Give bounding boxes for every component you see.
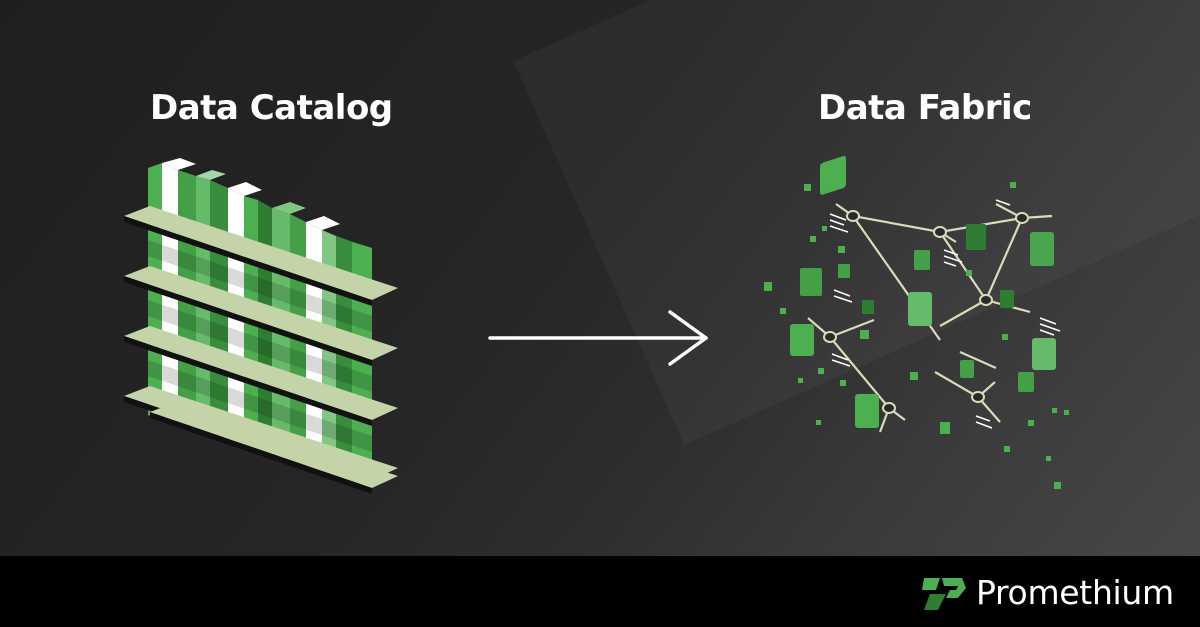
network-illustration (764, 155, 1069, 489)
network-particles (764, 182, 1069, 489)
illustration-layer (124, 155, 1069, 494)
network-data-labels (829, 199, 1061, 429)
brand-name[interactable]: Promethium (976, 573, 1174, 612)
bookshelf-illustration (124, 158, 398, 494)
promethium-logo-icon (922, 578, 966, 610)
footer-bar (0, 556, 1200, 627)
data-catalog-title: Data Catalog (150, 88, 393, 128)
network-nodes (823, 210, 1029, 414)
arrow-right-icon (488, 310, 708, 366)
network-tiles (790, 155, 1056, 428)
data-fabric-title: Data Fabric (818, 88, 1032, 128)
shelves (124, 206, 398, 494)
